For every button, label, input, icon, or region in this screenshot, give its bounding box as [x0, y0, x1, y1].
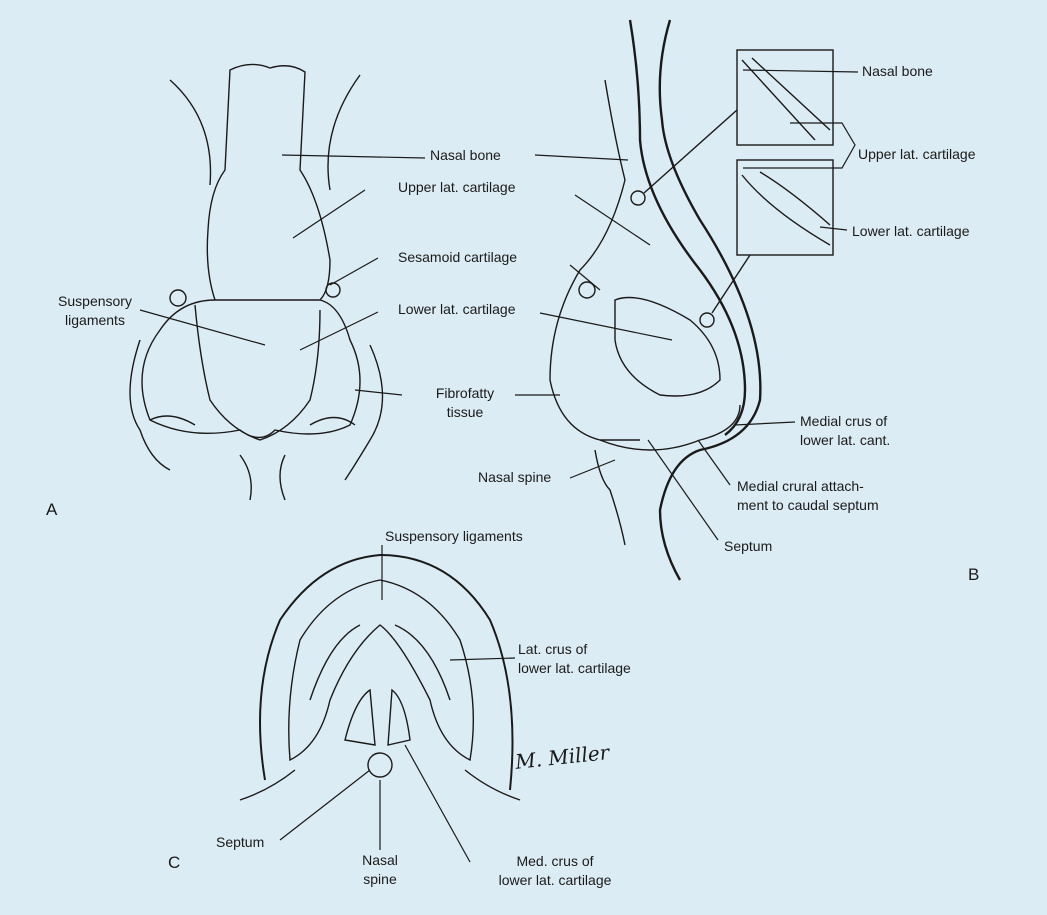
- label-b-upper-lat-cartilage: Upper lat. cartilage: [858, 146, 976, 162]
- label-line: Medial crus of: [800, 413, 888, 429]
- label-line: ligaments: [65, 312, 125, 328]
- label-a-fibrofatty-tissue: Fibrofatty tissue: [420, 384, 510, 422]
- panel-a-drawing: [129, 63, 384, 501]
- label-a-upper-lat-cartilage: Upper lat. cartilage: [398, 179, 516, 195]
- label-c-suspensory-ligaments: Suspensory ligaments: [385, 528, 523, 544]
- label-c-septum: Septum: [216, 834, 265, 850]
- label-line: Fibrofatty: [435, 385, 495, 401]
- panel-letter-a: A: [46, 500, 58, 519]
- label-a-sesamoid-cartilage: Sesamoid cartilage: [398, 249, 518, 265]
- label-c-nasal-spine: Nasal spine: [355, 851, 405, 889]
- label-b-medial-crural-attachment: Medial crural attach-ment to caudal sept…: [737, 477, 879, 515]
- leader-lines: [139, 69, 859, 863]
- panel-c-drawing: [239, 553, 521, 801]
- panel-letter-b: B: [968, 565, 980, 584]
- panel-letter-c: C: [168, 853, 181, 872]
- label-line: ment to caudal septum: [737, 497, 879, 513]
- label-line: Med. crus of: [516, 853, 594, 869]
- label-line: Suspensory: [58, 293, 132, 309]
- label-line: Nasal: [362, 852, 398, 868]
- panel-b-drawing: [549, 19, 834, 581]
- label-b-septum: Septum: [724, 538, 773, 554]
- label-line: lower lat. cant.: [800, 432, 891, 448]
- label-a-lower-lat-cartilage: Lower lat. cartilage: [398, 301, 516, 317]
- label-a-nasal-bone: Nasal bone: [430, 147, 501, 163]
- label-c-med-crus: Med. crus of lower lat. cartilage: [480, 852, 630, 890]
- label-line: Medial crural attach-: [737, 478, 864, 494]
- label-b-nasal-bone: Nasal bone: [862, 63, 933, 79]
- label-line: lower lat. cartilage: [518, 660, 631, 676]
- label-c-lat-crus: Lat. crus of lower lat. cartilage: [518, 640, 631, 678]
- label-line: spine: [363, 871, 397, 887]
- label-line: lower lat. cartilage: [498, 872, 612, 888]
- label-line: tissue: [446, 404, 484, 420]
- label-b-lower-lat-cartilage: Lower lat. cartilage: [852, 223, 970, 239]
- label-b-medial-crus: Medial crus of lower lat. cant.: [800, 412, 890, 450]
- label-b-nasal-spine: Nasal spine: [478, 469, 552, 485]
- label-a-suspensory-ligaments: Suspensory ligaments: [45, 292, 145, 330]
- label-line: Lat. crus of: [518, 641, 588, 657]
